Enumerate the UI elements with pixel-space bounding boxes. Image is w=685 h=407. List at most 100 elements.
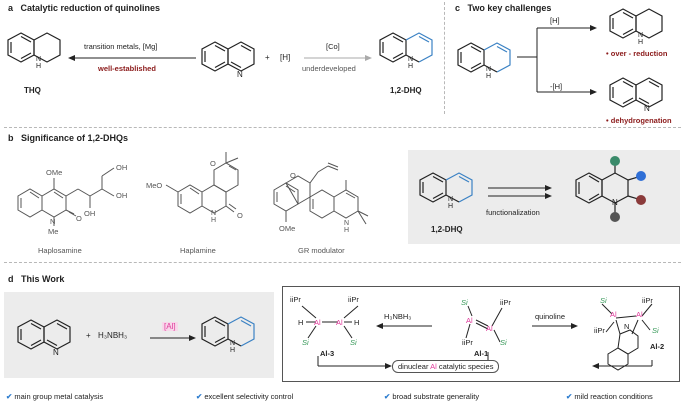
dhq-label-a: 1,2-DHQ	[390, 86, 422, 95]
h3nbh3-label: H₃NBH₃	[384, 312, 412, 321]
dhq-structure-b	[419, 172, 473, 203]
al3-ipr-left-text: iPr	[291, 295, 301, 304]
divider-ac	[444, 2, 445, 114]
thq-structure	[7, 32, 61, 63]
section-a-title: a Catalytic reduction of quinolines	[8, 3, 160, 13]
haplosamine-label: Haplosamine	[38, 246, 82, 255]
footer-item-2-text: excellent selectivity control	[204, 392, 294, 401]
section-b-title: b Significance of 1,2-DHQs	[8, 133, 128, 143]
gr-o-ring: O	[290, 171, 296, 180]
footer-item-1: ✔ main group metal catalysis	[6, 392, 103, 401]
al2-n: N	[624, 322, 630, 331]
haplosamine-o: O	[76, 214, 82, 223]
substituent-green-dot	[610, 156, 620, 166]
functionalization-label: functionalization	[486, 208, 540, 217]
al3-label: Al-3	[320, 349, 335, 358]
al1-al-left: Al	[466, 316, 473, 325]
footer-item-3: ✔ broad substrate generality	[384, 392, 479, 401]
dinuclear-pill: dinuclear Al catalytic species	[392, 360, 500, 373]
c-dehydrogenation: • dehydrogenation	[606, 116, 672, 125]
dhq-structure-a	[379, 32, 433, 63]
section-d-letter: d	[8, 274, 14, 284]
c-top-label: [H]	[550, 16, 560, 25]
al2-structure	[601, 303, 653, 371]
substituent-blue-dot	[636, 171, 646, 181]
al1-ipr-bottom: iiPr	[462, 338, 473, 347]
haplamine-meo: MeO	[146, 181, 163, 190]
d-catalyst: [Al]	[162, 322, 178, 331]
footer-item-4: ✔ mild reaction conditions	[566, 392, 653, 401]
a-h-reagent: [H]	[280, 53, 291, 62]
quinoline-n-d: N	[53, 348, 59, 357]
check-icon: ✔	[6, 392, 13, 401]
haplosamine-me: Me	[48, 227, 59, 236]
haplamine-o: O	[237, 211, 243, 220]
quinoline-arrow	[532, 323, 578, 329]
al1-si-bottom: Si	[500, 338, 507, 347]
check-icon: ✔	[566, 392, 573, 401]
a-left-arrow	[68, 55, 196, 61]
section-d-heading: This Work	[21, 274, 65, 284]
al1-al-right: Al	[486, 324, 493, 333]
al2-ipr-left: iiPr	[594, 326, 605, 335]
al1-ipr-bottom-text: iPr	[463, 338, 473, 347]
al2-al-left: Al	[610, 310, 617, 319]
a-right-arrow-sub: underdeveloped	[302, 64, 356, 73]
d-catalyst-text: [Al]	[164, 322, 176, 331]
c-dehydrogenation-text: dehydrogenation	[610, 116, 672, 125]
check-icon: ✔	[384, 392, 391, 401]
al2-ipr-top-text: iPr	[643, 296, 653, 305]
dhq-label-b: 1,2-DHQ	[431, 225, 463, 234]
footer-item-2: ✔ excellent selectivity control	[196, 392, 293, 401]
haplosamine-oh-bottom: OH	[84, 209, 96, 218]
gr-label: GR modulator	[298, 246, 345, 255]
al2-si-right: Si	[652, 326, 659, 335]
al1-ipr-top-text: iPr	[501, 298, 511, 307]
quinoline-label: quinoline	[535, 312, 566, 321]
thq-structure-c	[609, 8, 663, 39]
haplosamine-ome: OMe	[46, 168, 63, 177]
divider-bd	[4, 262, 681, 263]
al3-ipr-left: iiPr	[290, 295, 301, 304]
section-b-letter: b	[8, 133, 14, 143]
haplamine-o-ring: O	[210, 159, 216, 168]
al3-h-right: H	[354, 318, 360, 327]
functionalization-panel	[408, 150, 680, 244]
d-plus: +	[86, 331, 91, 340]
section-c-title: c Two key challenges	[455, 3, 551, 13]
haplosamine-oh-right: OH	[116, 191, 128, 200]
al1-si-top: Si	[461, 298, 468, 307]
al3-h-left: H	[298, 318, 304, 327]
a-right-arrow	[304, 55, 372, 61]
h3nbh3-arrow	[376, 323, 432, 329]
section-d-title: d This Work	[8, 274, 64, 284]
al3-si-left: Si	[302, 338, 309, 347]
al2-si-top: Si	[600, 296, 607, 305]
quinoline-structure-c	[609, 77, 663, 108]
d-reagent: H₃NBH₃	[98, 331, 128, 340]
divider-ab	[4, 127, 681, 128]
al1-structure	[465, 305, 503, 343]
a-left-arrow-sub: well-established	[98, 64, 156, 73]
thq-label: THQ	[24, 86, 41, 95]
footer-item-1-text: main group metal catalysis	[14, 392, 104, 401]
section-c-letter: c	[455, 3, 461, 13]
haplamine-label: Haplamine	[180, 246, 216, 255]
quinoline-structure-d	[17, 319, 71, 350]
al3-si-right: Si	[350, 338, 357, 347]
c-bottom-label: -[H]	[550, 82, 563, 91]
section-a-letter: a	[8, 3, 14, 13]
a-left-arrow-label: transition metals, [Mg]	[84, 42, 158, 51]
dhq-structure-c	[457, 42, 511, 73]
quinoline-n-c: N	[644, 104, 650, 113]
al3-structure	[301, 305, 359, 339]
haplosamine-structure	[17, 167, 115, 226]
section-c-heading: Two key challenges	[467, 3, 552, 13]
al2-ipr-top: iiPr	[642, 296, 653, 305]
